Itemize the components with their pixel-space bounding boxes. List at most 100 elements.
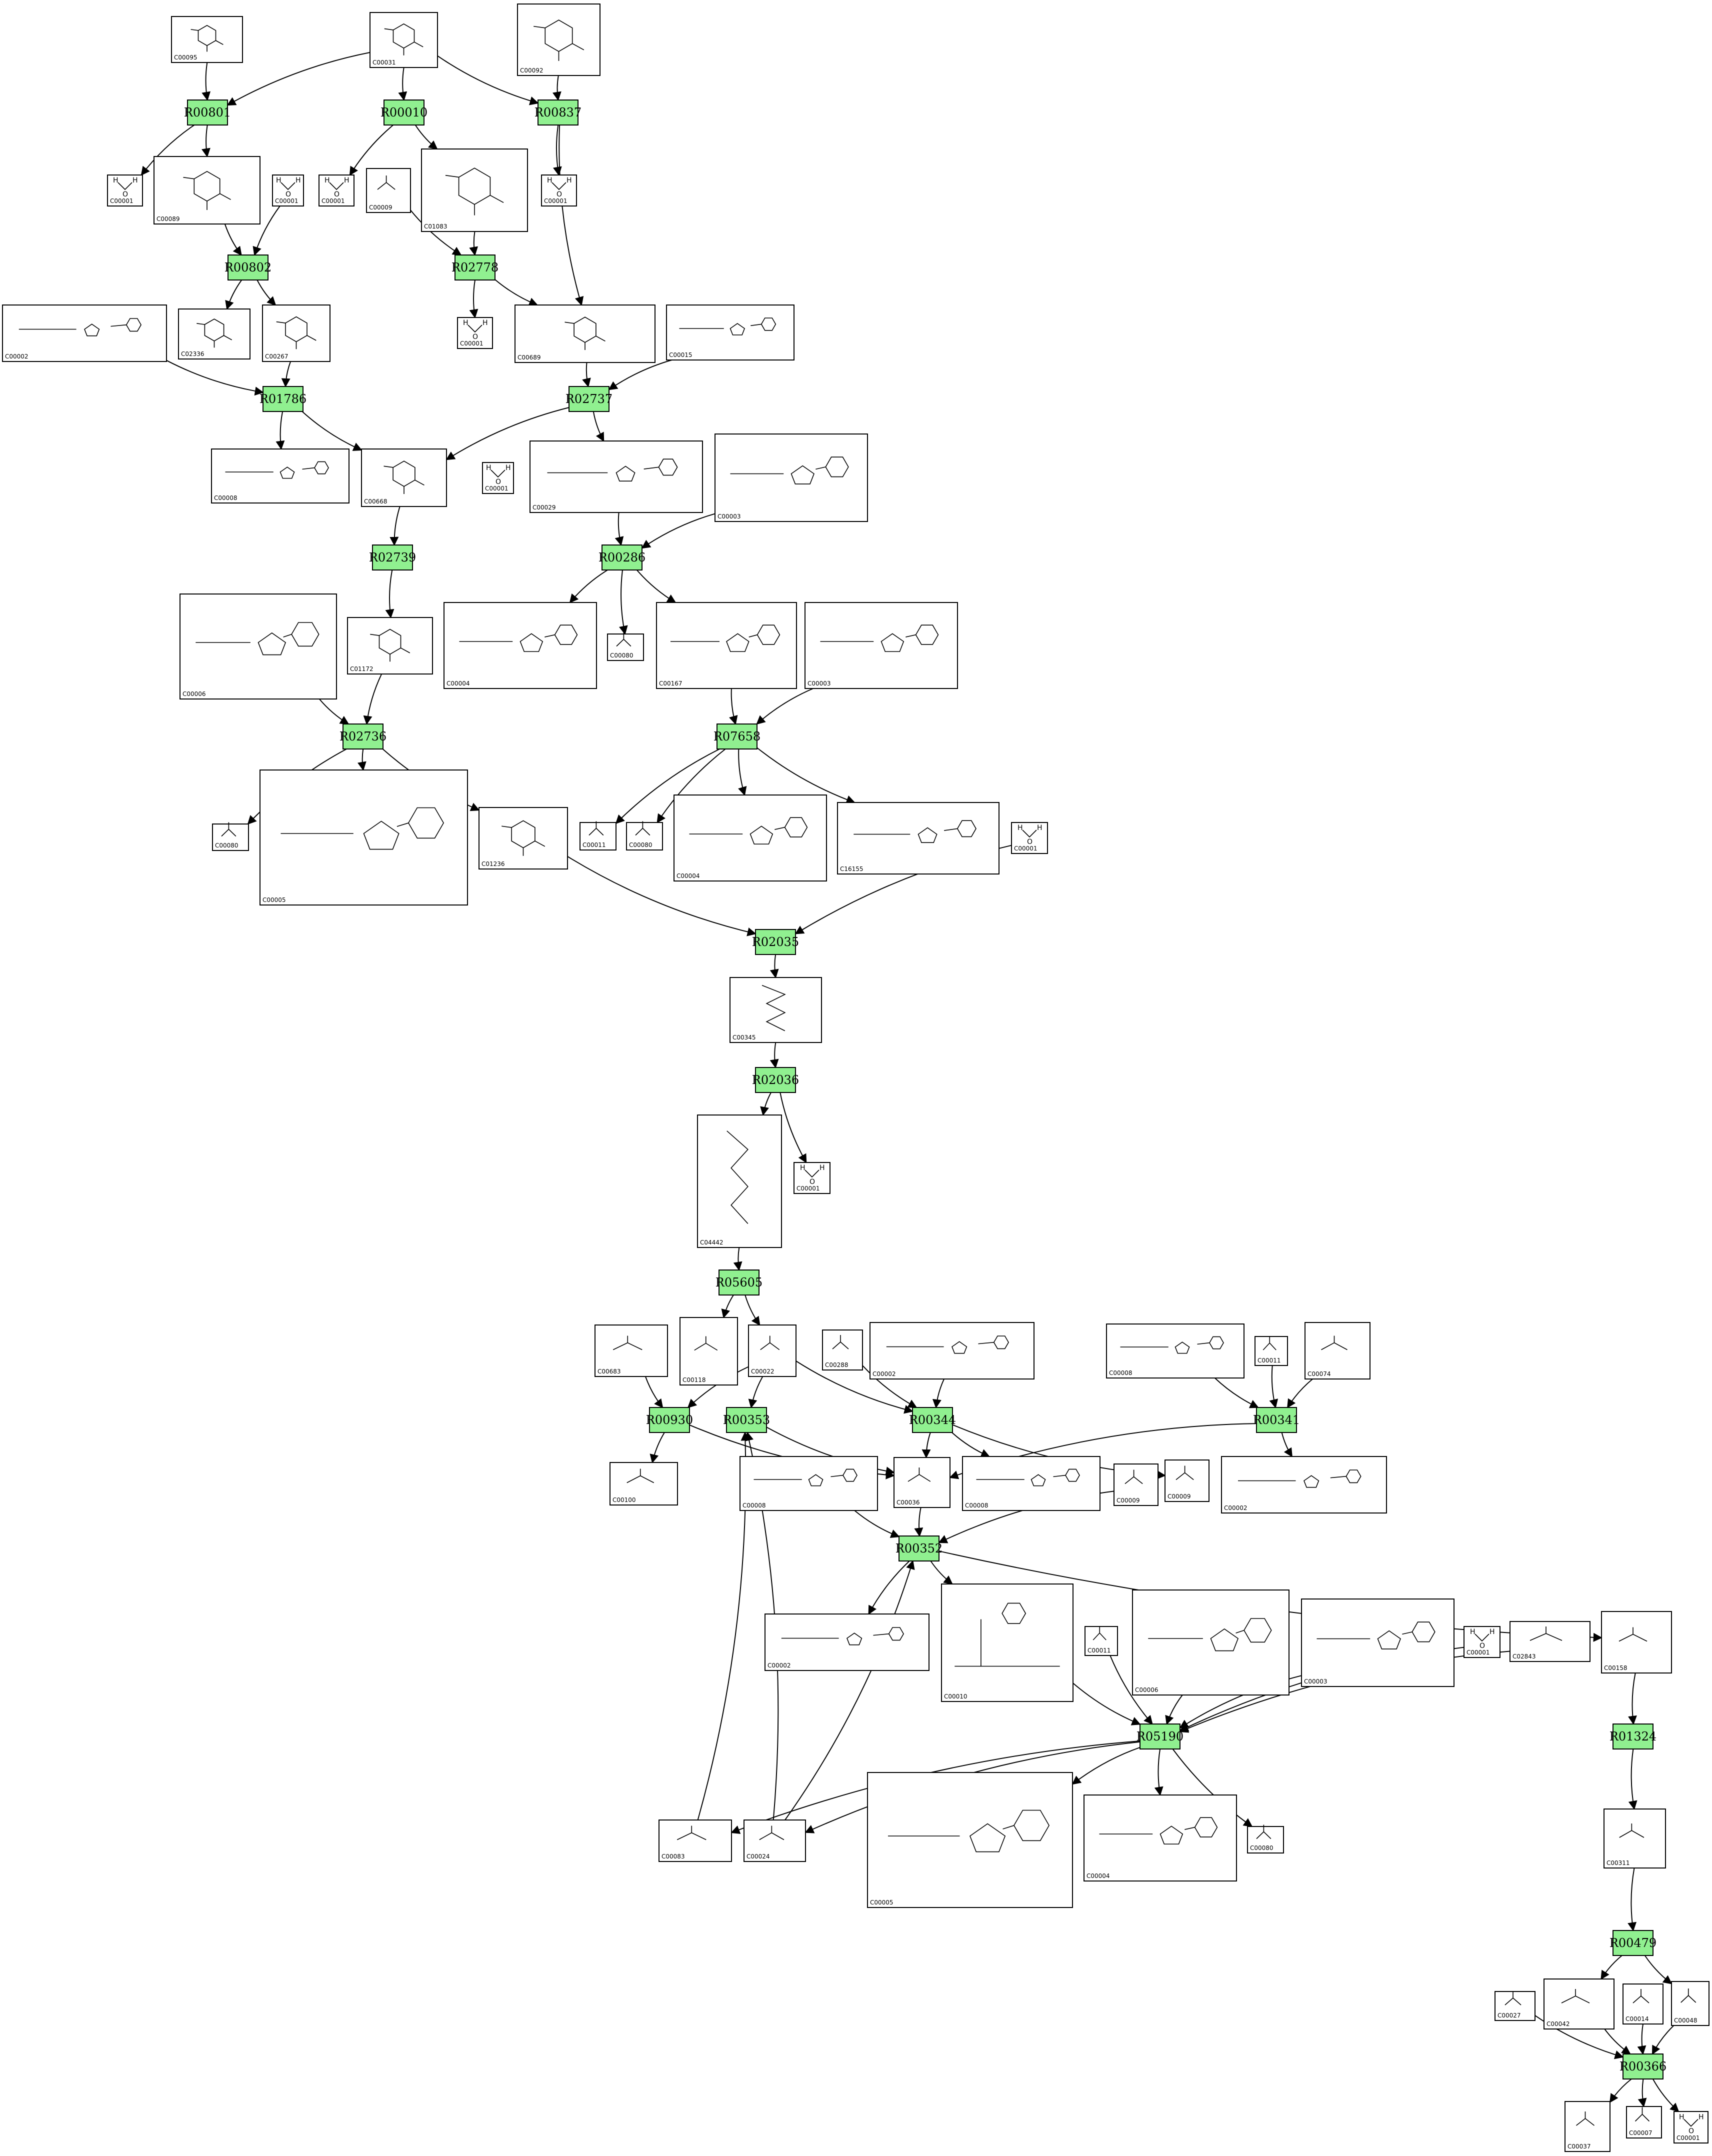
compound-node[interactable]: C00003 (1301, 1598, 1454, 1687)
compound-node[interactable]: C00004 (1084, 1794, 1237, 1882)
reaction-node[interactable]: R00802 (224, 254, 272, 280)
compound-box[interactable] (658, 1820, 732, 1862)
compound-box[interactable] (1254, 1336, 1288, 1366)
compound-node[interactable]: C00345 (730, 977, 822, 1043)
compound-box[interactable] (482, 462, 514, 494)
compound-box[interactable] (1304, 1322, 1370, 1380)
compound-node[interactable]: C00009 (1114, 1464, 1158, 1506)
reaction-box[interactable] (1140, 1724, 1180, 1750)
compound-node[interactable]: C00002 (1221, 1456, 1387, 1514)
compound-box[interactable] (1671, 1981, 1710, 2026)
compound-node[interactable]: C00267 (262, 304, 330, 362)
reaction-node[interactable]: R02736 (340, 724, 386, 750)
reaction-node[interactable]: R02737 (566, 386, 612, 412)
reaction-box[interactable] (262, 386, 304, 412)
reaction-node[interactable]: R00801 (184, 100, 231, 126)
compound-box[interactable] (457, 317, 493, 349)
compound-box[interactable] (656, 602, 797, 689)
compound-box[interactable] (1510, 1621, 1590, 1662)
compound-node[interactable]: C00022 (748, 1324, 796, 1377)
compound-box[interactable] (607, 634, 644, 661)
compound-node[interactable]: C00089 (154, 156, 260, 224)
compound-box[interactable] (361, 448, 447, 507)
compound-node[interactable]: C00311 (1604, 1808, 1666, 1868)
reaction-box[interactable] (538, 100, 578, 126)
compound-node[interactable]: C00080 (1247, 1824, 1284, 1854)
reaction-box[interactable] (716, 724, 758, 750)
compound-box[interactable] (674, 794, 827, 882)
compound-box[interactable] (1674, 2111, 1708, 2144)
compound-box[interactable] (744, 1820, 806, 1862)
compound-node[interactable]: C00042 (1544, 1978, 1614, 2030)
compound-node[interactable]: C00689 (514, 304, 656, 363)
reaction-box[interactable] (384, 100, 424, 126)
compound-box[interactable] (541, 174, 577, 206)
compound-node[interactable]: C00002 (870, 1322, 1034, 1380)
reaction-box[interactable] (755, 929, 796, 955)
compound-box[interactable] (1464, 1626, 1500, 1658)
compound-box[interactable] (1247, 1826, 1284, 1854)
compound-node[interactable]: C01172 (347, 617, 433, 674)
reaction-node[interactable]: R00930 (646, 1407, 693, 1433)
compound-node[interactable]: C00002 (764, 1614, 930, 1671)
reaction-node[interactable]: R02035 (752, 929, 799, 955)
compound-node[interactable]: C00007 (1626, 2106, 1662, 2138)
compound-box[interactable] (1544, 1978, 1614, 2030)
compound-box[interactable] (421, 148, 528, 232)
compound-node[interactable]: C00167 (656, 602, 797, 689)
compound-node[interactable]: C00024 (744, 1820, 806, 1862)
reaction-box[interactable] (898, 1536, 940, 1562)
reaction-node[interactable]: R00010 (380, 100, 428, 126)
reaction-node[interactable]: R00353 (723, 1407, 770, 1433)
compound-node[interactable]: C00095 (171, 16, 243, 63)
compound-box[interactable] (1564, 2101, 1610, 2152)
reaction-node[interactable]: R00341 (1253, 1407, 1300, 1433)
reaction-box[interactable] (1612, 1930, 1654, 1956)
compound-box[interactable] (680, 1317, 738, 1386)
compound-box[interactable] (666, 304, 794, 360)
compound-node[interactable]: C00074 (1304, 1322, 1370, 1380)
compound-node[interactable]: C00005 (260, 770, 468, 906)
compound-box[interactable] (370, 12, 438, 68)
compound-box[interactable] (347, 617, 433, 674)
reaction-node[interactable]: R01324 (1610, 1724, 1656, 1750)
compound-node[interactable]: C00009 (1164, 1460, 1210, 1502)
compound-box[interactable] (1084, 1794, 1237, 1882)
compound-box[interactable] (962, 1456, 1100, 1511)
compound-node[interactable]: C00683 (594, 1324, 668, 1377)
reaction-box[interactable] (755, 1067, 796, 1093)
compound-node[interactable]: C00003 (714, 434, 868, 522)
compound-node[interactable]: C00037 (1564, 2101, 1610, 2152)
compound-box[interactable] (804, 602, 958, 689)
reaction-box[interactable] (718, 1270, 760, 1296)
reaction-box[interactable] (228, 254, 268, 280)
reaction-node[interactable]: R00344 (909, 1407, 956, 1433)
reaction-node[interactable]: R05605 (716, 1270, 762, 1296)
compound-node[interactable]: C00011 (1084, 1626, 1118, 1656)
compound-box[interactable] (1132, 1590, 1290, 1696)
compound-box[interactable] (740, 1456, 878, 1511)
reaction-box[interactable] (1622, 2054, 1664, 2080)
compound-box[interactable] (794, 1162, 830, 1194)
reaction-box[interactable] (568, 386, 610, 412)
compound-box[interactable] (517, 4, 600, 76)
reaction-box[interactable] (649, 1407, 690, 1433)
compound-box[interactable] (180, 594, 337, 700)
compound-box[interactable] (714, 434, 868, 522)
reaction-box[interactable] (372, 544, 413, 570)
compound-box[interactable] (212, 824, 249, 851)
reaction-box[interactable] (187, 100, 228, 126)
compound-box[interactable] (366, 168, 411, 213)
compound-box[interactable] (2, 304, 167, 362)
compound-box[interactable] (870, 1322, 1034, 1380)
compound-node[interactable]: C00083 (658, 1820, 732, 1862)
compound-node[interactable]: C00008 (1106, 1324, 1244, 1378)
compound-node[interactable]: C00048 (1671, 1981, 1710, 2026)
